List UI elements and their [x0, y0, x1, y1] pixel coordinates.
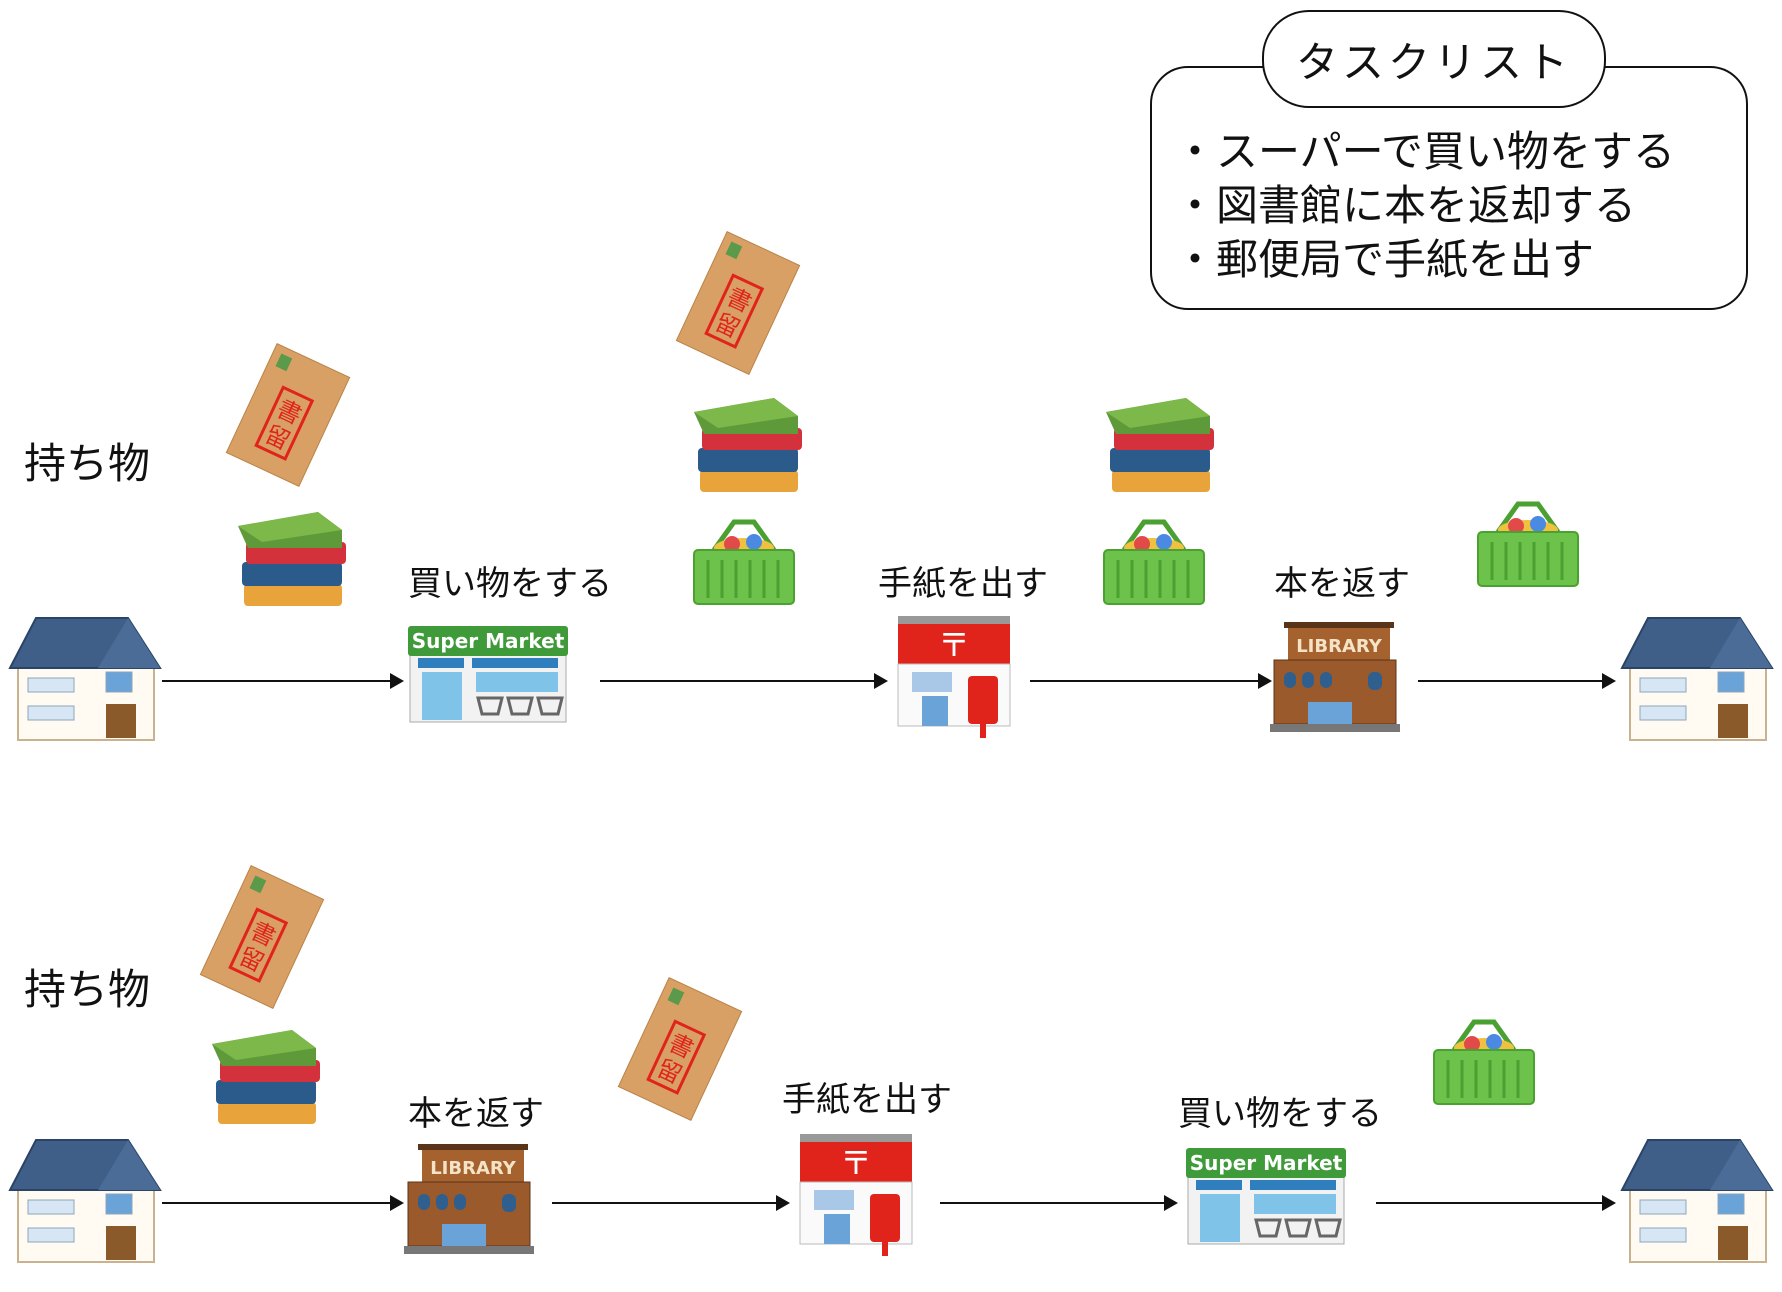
basket-icon [1478, 502, 1588, 592]
route2-stop1-label: 本を返す [408, 1094, 544, 1134]
supermarket-icon [406, 624, 570, 724]
arrow [162, 1195, 404, 1211]
arrow [1418, 673, 1616, 689]
task-list-title: タスクリスト [1262, 10, 1606, 108]
route2-belongings-label: 持ち物 [24, 965, 151, 1014]
route2-stop3-label: 買い物をする [1178, 1094, 1382, 1134]
house-end-icon [1621, 1139, 1773, 1263]
books-icon [212, 1030, 320, 1124]
library-icon [403, 1143, 535, 1255]
arrow [940, 1195, 1178, 1211]
route1-stop1-label: 買い物をする [408, 564, 612, 604]
library-icon [1269, 621, 1401, 733]
route2-stop2-label: 手紙を出す [782, 1080, 952, 1120]
arrow [552, 1195, 790, 1211]
post-office-icon [897, 615, 1011, 739]
house-start-icon [9, 1139, 161, 1263]
supermarket-icon [1184, 1146, 1348, 1246]
route1-belongings-label: 持ち物 [24, 439, 151, 488]
arrow [1030, 673, 1272, 689]
books-icon [1106, 398, 1214, 492]
arrow [1376, 1195, 1616, 1211]
books-icon [694, 398, 802, 492]
task-item-supermarket: ・スーパーで買い物をする [1174, 127, 1676, 176]
arrow [600, 673, 888, 689]
post-office-icon [799, 1133, 913, 1257]
basket-icon [694, 520, 804, 610]
task-item-library: ・図書館に本を返却する [1174, 181, 1637, 230]
envelope-icon [616, 976, 744, 1122]
books-icon [238, 512, 346, 606]
basket-icon [1434, 1020, 1544, 1110]
route1-stop3-label: 本を返す [1274, 564, 1410, 604]
arrow [162, 673, 404, 689]
house-end-icon [1621, 617, 1773, 741]
envelope-icon [198, 864, 326, 1010]
house-start-icon [9, 617, 161, 741]
route1-stop2-label: 手紙を出す [878, 564, 1048, 604]
task-item-post-office: ・郵便局で手紙を出す [1174, 235, 1595, 284]
envelope-icon [674, 230, 802, 376]
basket-icon [1104, 520, 1214, 610]
envelope-icon [224, 342, 352, 488]
